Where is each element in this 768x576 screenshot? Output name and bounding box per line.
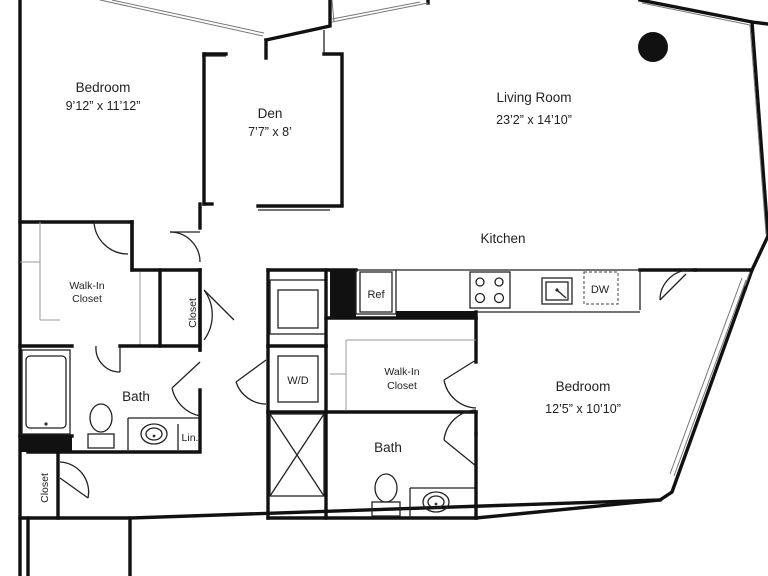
windows [99, 0, 767, 477]
sink-1 [140, 423, 168, 445]
bath-1-label: Bath [122, 389, 150, 404]
toilet-2 [371, 473, 401, 517]
bedroom-1-label: Bedroom [76, 80, 131, 95]
structural-column [638, 32, 668, 62]
lower-closet-label: Closet [39, 473, 51, 503]
kitchen-label: Kitchen [480, 231, 525, 246]
living-room-label: Living Room [496, 90, 571, 105]
hall-closet-walls [198, 268, 235, 352]
hall-closet-label: Closet [187, 298, 199, 328]
bath-2-label: Bath [374, 440, 402, 455]
bedroom-1-size: 9’12” x 11’12” [66, 99, 141, 113]
kitchen-sink [541, 277, 573, 305]
walk-in-closet-2-walls [324, 316, 478, 410]
walk-in-closet-1-line1: Walk-In [69, 280, 104, 292]
kitchen-core [235, 268, 697, 414]
walk-in-closet-2-line2: Closet [387, 380, 417, 392]
dishwasher-outline [583, 271, 619, 305]
linen-label: Lin. [182, 432, 199, 444]
walk-in-closet-1-line2: Closet [72, 293, 102, 305]
interior-walls-north [18, 30, 344, 352]
exterior-walls [18, 0, 768, 576]
bath-1-walls [18, 361, 202, 520]
walk-in-closet-2-line1: Walk-In [384, 366, 419, 378]
bathtub [21, 349, 71, 435]
refrigerator-label: Ref [367, 289, 385, 301]
toilet-1 [87, 403, 115, 449]
labels: Bedroom 9’12” x 11’12” Den 7’7” x 8’ Liv… [39, 80, 621, 503]
dishwasher-label: DW [591, 284, 610, 296]
cooktop [469, 271, 511, 309]
washer-dryer-label: W/D [287, 375, 308, 387]
bedroom-2-size: 12’5” x 10’10” [545, 402, 621, 416]
sink-2 [422, 491, 450, 513]
den-size: 7’7” x 8’ [248, 125, 292, 139]
bedroom-2-label: Bedroom [556, 379, 611, 394]
living-room-size: 23’2” x 14’10” [496, 113, 572, 127]
walk-in-closet-1-walls [18, 220, 202, 373]
bath-2-walls [266, 409, 478, 520]
den-label: Den [258, 106, 283, 121]
